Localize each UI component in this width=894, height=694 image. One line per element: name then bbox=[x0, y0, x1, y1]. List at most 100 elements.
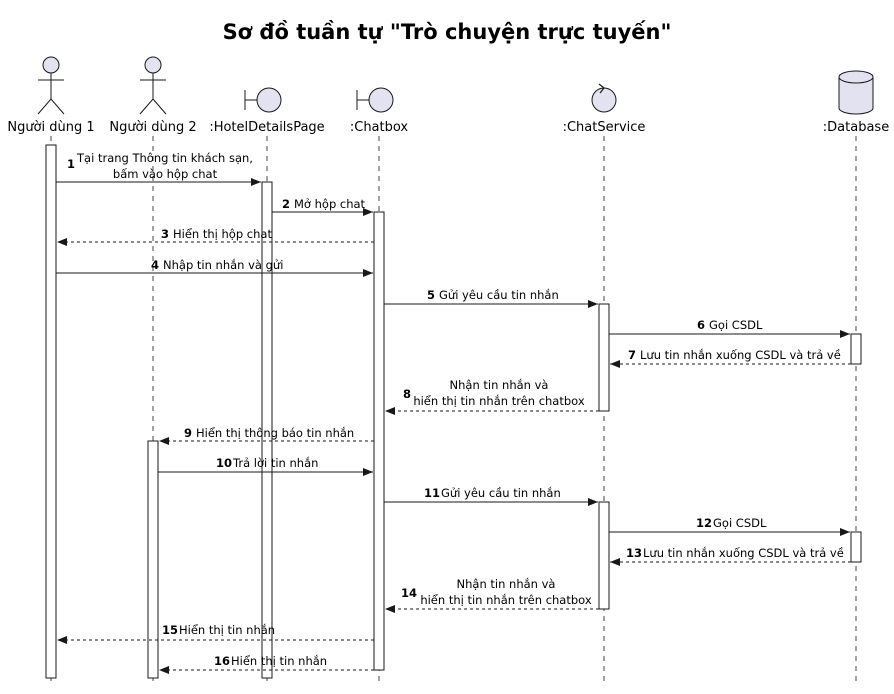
message-label: Nhận tin nhắn và bbox=[457, 577, 556, 591]
message-number: 2 bbox=[282, 197, 290, 211]
database-top-icon bbox=[838, 70, 874, 84]
message-label: hiển thị tin nhắn trên chatbox bbox=[413, 394, 585, 408]
message-6: 6 Gọi CSDL bbox=[609, 318, 850, 338]
activation-bar bbox=[147, 440, 159, 679]
message-number: 14 bbox=[401, 586, 417, 600]
message-label: Lưu tin nhắn xuống CSDL và trả về bbox=[640, 348, 841, 362]
message-label: Hiển thị hộp chat bbox=[173, 227, 272, 241]
boundary-circle-icon bbox=[368, 87, 394, 113]
message-number: 15 bbox=[162, 623, 178, 637]
participant-label: Người dùng 2 bbox=[109, 120, 196, 135]
arrowhead-icon bbox=[363, 468, 373, 476]
actor-head-icon bbox=[144, 56, 162, 74]
participant-p5: :ChatService bbox=[563, 83, 646, 135]
participant-label: :ChatService bbox=[563, 120, 646, 135]
message-number: 10 bbox=[216, 456, 232, 470]
arrowhead-icon bbox=[610, 558, 620, 566]
message-5: 5 Gửi yêu cầu tin nhắn bbox=[384, 288, 598, 308]
message-number: 13 bbox=[626, 546, 642, 560]
message-8: 8 Nhận tin nhắn và hiển thị tin nhắn trên … bbox=[385, 378, 599, 415]
participant-p3: :HotelDetailsPage bbox=[209, 87, 325, 135]
activation-bar bbox=[598, 501, 610, 610]
message-number: 3 bbox=[161, 227, 169, 241]
activation-bar bbox=[850, 333, 862, 365]
arrowhead-icon bbox=[57, 238, 67, 246]
message-number: 9 bbox=[184, 426, 192, 440]
arrowhead-icon bbox=[610, 360, 620, 368]
message-label: Nhập tin nhắn và gửi bbox=[163, 258, 283, 272]
message-label: Hiển thị tin nhắn bbox=[231, 654, 327, 668]
arrowhead-icon bbox=[840, 330, 850, 338]
message-label: bấm vào hộp chat bbox=[113, 167, 218, 181]
participant-label: :Chatbox bbox=[350, 120, 409, 135]
actor-legs-icon bbox=[139, 98, 167, 115]
activation-bar bbox=[261, 181, 273, 679]
message-label: Hiển thị thông báo tin nhắn bbox=[196, 426, 354, 440]
participant-p2: Người dùng 2 bbox=[109, 56, 197, 135]
participant-p4: :Chatbox bbox=[350, 87, 409, 135]
message-label: Lưu tin nhắn xuống CSDL và trả về bbox=[643, 546, 844, 560]
diagram-title: Sơ đồ tuần tự "Trò chuyện trực tuyến" bbox=[223, 20, 672, 44]
activation-bar bbox=[598, 303, 610, 412]
arrowhead-icon bbox=[159, 666, 169, 674]
message-label: Tại trang Thông tin khách sạn, bbox=[76, 151, 253, 165]
participant-p6: :Database bbox=[823, 70, 889, 135]
message-number: 1 bbox=[67, 157, 75, 171]
message-number: 6 bbox=[697, 318, 705, 332]
message-number: 4 bbox=[151, 258, 159, 272]
message-number: 8 bbox=[403, 387, 411, 401]
arrowhead-icon bbox=[385, 407, 395, 415]
arrowhead-icon bbox=[385, 605, 395, 613]
message-number: 11 bbox=[424, 486, 440, 500]
message-4: 4 Nhập tin nhắn và gửi bbox=[56, 258, 373, 277]
arrowhead-icon bbox=[251, 178, 261, 186]
message-7: 7 Lưu tin nhắn xuống CSDL và trả về bbox=[610, 348, 851, 368]
message-label: hiển thị tin nhắn trên chatbox bbox=[420, 593, 592, 607]
message-number: 16 bbox=[214, 654, 230, 668]
boundary-circle-icon bbox=[256, 87, 282, 113]
message-2: 2 Mở hộp chat bbox=[272, 197, 373, 216]
database-body-icon bbox=[838, 77, 874, 115]
actor-legs-icon bbox=[37, 98, 65, 115]
message-label: Gọi CSDL bbox=[709, 318, 763, 332]
message-9: 9 Hiển thị thông báo tin nhắn bbox=[159, 426, 374, 445]
message-number: 7 bbox=[628, 348, 636, 362]
arrowhead-icon bbox=[588, 300, 598, 308]
message-number: 5 bbox=[427, 288, 435, 302]
message-3: 3 Hiển thị hộp chat bbox=[57, 227, 374, 246]
arrowhead-icon bbox=[588, 498, 598, 506]
message-label: Nhận tin nhắn và bbox=[450, 378, 549, 392]
activation-bar bbox=[45, 144, 57, 679]
participant-label: :Database bbox=[823, 120, 889, 135]
arrowhead-icon bbox=[363, 208, 373, 216]
control-arrow-icon bbox=[598, 83, 605, 94]
arrowhead-icon bbox=[840, 528, 850, 536]
message-number: 12 bbox=[696, 516, 712, 530]
participant-label: Người dùng 1 bbox=[7, 120, 94, 135]
participant-label: :HotelDetailsPage bbox=[209, 120, 324, 135]
arrowhead-icon bbox=[57, 636, 67, 644]
message-14: 14 Nhận tin nhắn và hiển thị tin nhắn trên… bbox=[385, 577, 599, 613]
control-circle-icon bbox=[591, 87, 617, 113]
arrowhead-icon bbox=[159, 437, 169, 445]
activation-bar bbox=[373, 211, 385, 671]
message-label: Trả lời tin nhắn bbox=[232, 456, 318, 470]
actor-head-icon bbox=[42, 56, 60, 74]
participant-p1: Người dùng 1 bbox=[7, 56, 95, 135]
message-label: Mở hộp chat bbox=[294, 197, 366, 211]
message-label: Gọi CSDL bbox=[713, 516, 767, 530]
activation-bar bbox=[850, 531, 862, 563]
message-label: Hiển thị tin nhắn bbox=[179, 623, 275, 637]
message-label: Gửi yêu cầu tin nhắn bbox=[439, 288, 559, 302]
arrowhead-icon bbox=[363, 269, 373, 277]
message-label: Gửi yêu cầu tin nhắn bbox=[441, 486, 561, 500]
